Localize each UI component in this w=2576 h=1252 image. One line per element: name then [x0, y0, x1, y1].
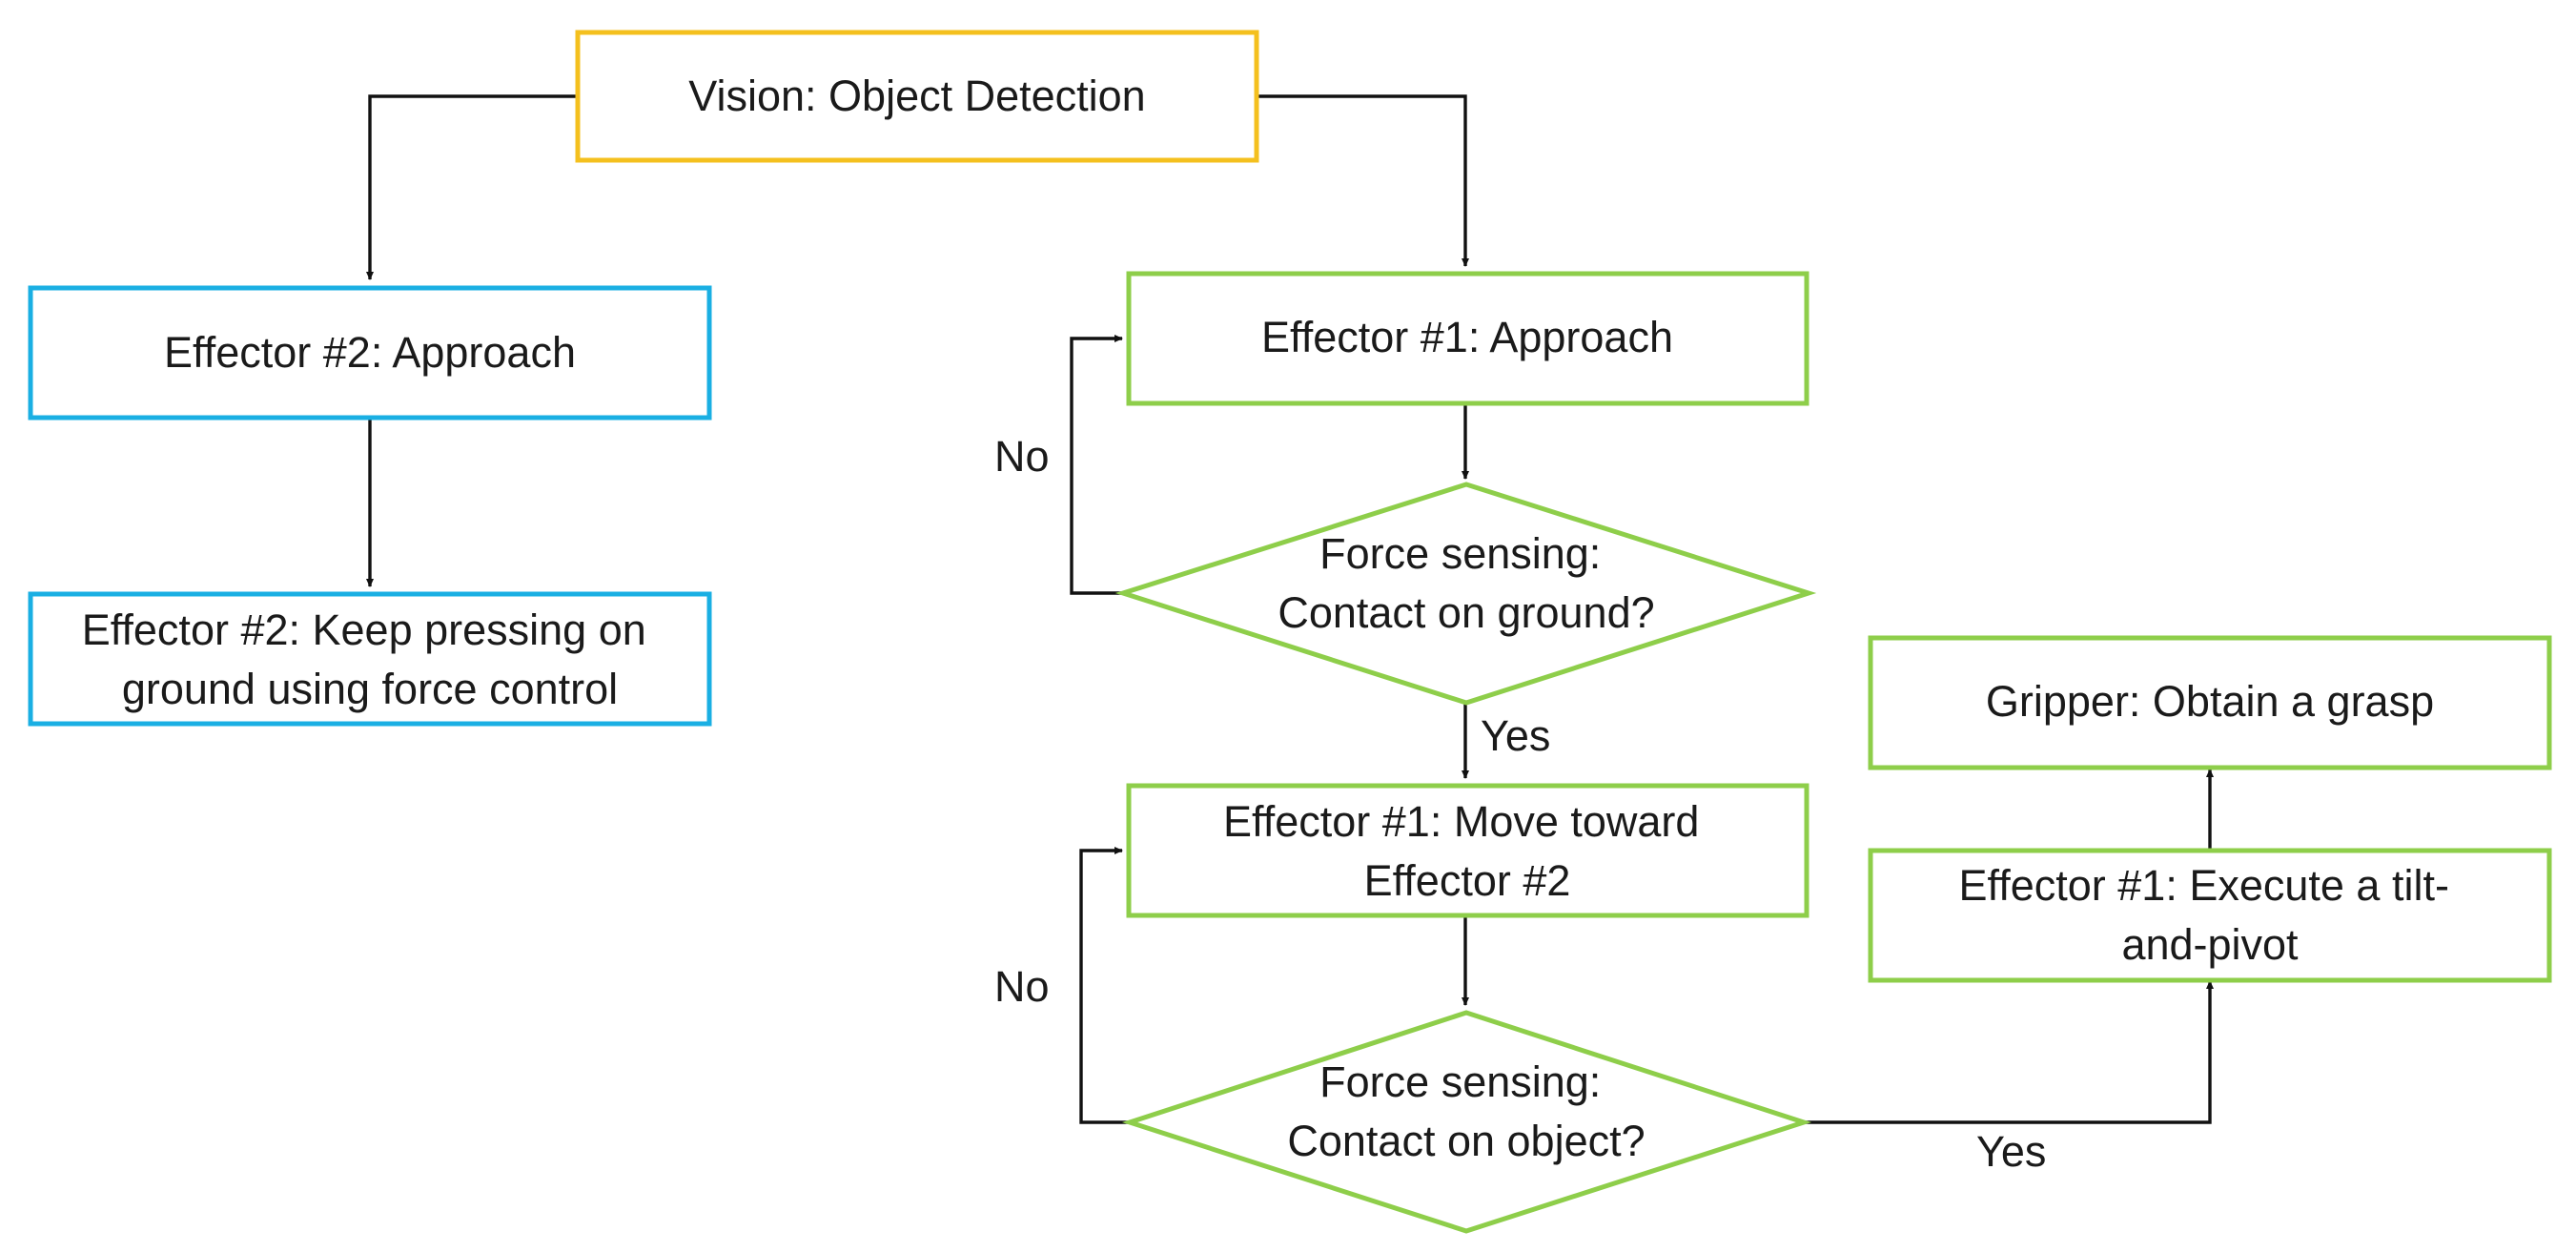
nodes: Vision: Object Detection Effector #2: Ap…	[28, 30, 2552, 1234]
node-box	[1126, 271, 1809, 406]
decision-label-line-2: Contact on ground?	[1278, 588, 1654, 637]
connectors	[366, 94, 2214, 1124]
svg-text:Force sensing: Contact: Force sensing: Contact on ground?	[1278, 529, 1654, 637]
node-label-line-2: Effector #2	[1364, 856, 1571, 905]
node-box	[28, 285, 712, 421]
svg-text:Effector #2: Keep pressing on: Effector #2: Keep pressing on ground usi…	[82, 605, 659, 713]
node-effector1-move-toward: Effector #1: Move toward Effector #2	[1126, 783, 1809, 918]
decision-contact-on-ground: Force sensing: Contact on ground?	[1114, 482, 1817, 706]
edge-label-ground-no: No	[994, 432, 1050, 481]
node-gripper-obtain-grasp: Gripper: Obtain a grasp	[1868, 635, 2552, 770]
edge-vision-to-eff2-approach	[366, 94, 578, 280]
node-effector1-tilt-and-pivot: Effector #1: Execute a tilt- and-pivot	[1868, 848, 2552, 983]
node-box	[1126, 783, 1809, 918]
node-effector2-approach: Effector #2: Approach	[28, 285, 712, 421]
edge-object-check-no-loop	[1079, 847, 1130, 1124]
decision-diamond	[1121, 1010, 1812, 1234]
node-label: Effector #2: Approach	[164, 328, 576, 377]
node-label-line-1: Effector #2: Keep pressing on	[82, 605, 646, 654]
edge-object-check-yes	[1801, 980, 2214, 1124]
node-label: Effector #1: Approach	[1261, 313, 1673, 361]
node-box	[1868, 635, 2552, 770]
svg-text:Effector #2: Approach: Effector #2: Approach	[164, 328, 576, 377]
edge-labels: No Yes No Yes	[994, 432, 2046, 1176]
svg-text:Effector #1: Execute a tilt-: Effector #1: Execute a tilt- and-pivot	[1959, 861, 2462, 969]
svg-text:Force sensing: Contact: Force sensing: Contact on object?	[1287, 1057, 1645, 1165]
svg-text:Gripper: Obtain a grasp: Gripper: Obtain a grasp	[1986, 677, 2434, 726]
edge-label-ground-yes: Yes	[1481, 711, 1550, 760]
edge-vision-to-eff1-approach	[1257, 94, 1469, 267]
svg-text:Effector #1: Move toward: Effector #1: Move toward Effector #2	[1223, 797, 1711, 905]
node-box	[1868, 848, 2552, 983]
node-label: Gripper: Obtain a grasp	[1986, 677, 2434, 726]
node-box	[575, 30, 1259, 163]
node-label: Vision: Object Detection	[688, 72, 1145, 120]
edge-ground-check-no-loop	[1070, 335, 1123, 595]
decision-diamond	[1114, 482, 1817, 706]
decision-label-line-1: Force sensing:	[1319, 529, 1601, 578]
decision-label-line-2: Contact on object?	[1287, 1117, 1645, 1165]
node-label-line-1: Effector #1: Execute a tilt-	[1959, 861, 2449, 910]
node-vision-object-detection: Vision: Object Detection	[575, 30, 1259, 163]
node-effector2-keep-pressing: Effector #2: Keep pressing on ground usi…	[28, 591, 712, 727]
decision-label-line-1: Force sensing:	[1319, 1057, 1601, 1106]
node-label-line-1: Effector #1: Move toward	[1223, 797, 1699, 846]
svg-text:Vision: Object Detection: Vision: Object Detection	[688, 72, 1145, 120]
decision-contact-on-object: Force sensing: Contact on object?	[1121, 1010, 1812, 1234]
edge-label-object-yes: Yes	[1976, 1127, 2046, 1176]
node-label-line-2: and-pivot	[2121, 920, 2299, 969]
edge-label-object-no: No	[994, 962, 1050, 1011]
node-box	[28, 591, 712, 727]
node-effector1-approach: Effector #1: Approach	[1126, 271, 1809, 406]
node-label-line-2: ground using force control	[122, 665, 618, 713]
svg-text:Effector #1: Approach: Effector #1: Approach	[1261, 313, 1673, 361]
